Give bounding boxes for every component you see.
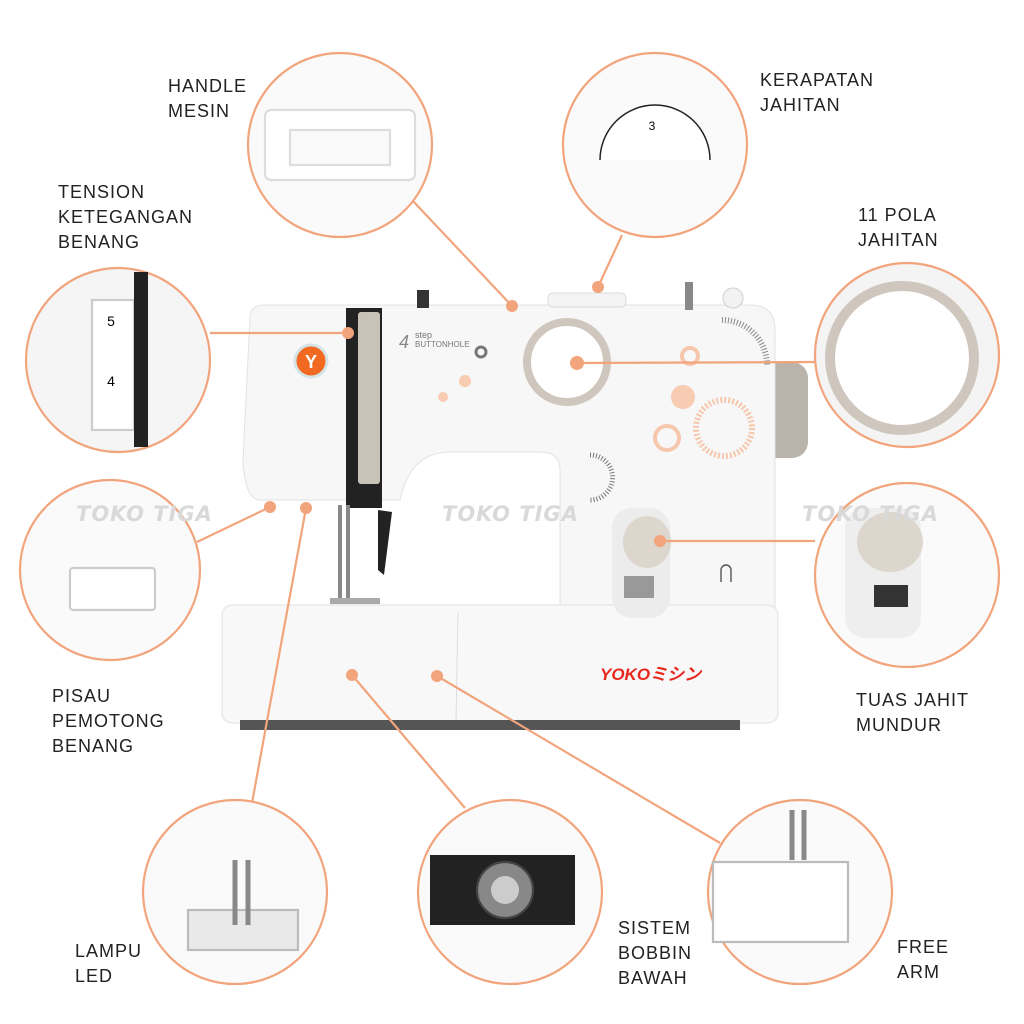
label-tuas: TUAS JAHIT MUNDUR	[856, 690, 970, 735]
detail-led-light	[141, 798, 329, 986]
label-handle: HANDLE MESIN	[168, 76, 248, 121]
callout-dots	[264, 281, 666, 682]
detail-tension	[24, 266, 212, 454]
detail-bobbin	[416, 798, 604, 986]
detail-stitch-length	[561, 51, 749, 239]
stitch-length-value: 3	[649, 119, 656, 133]
watermark: TOKO TIGA	[76, 502, 213, 526]
buttonhole-step: step	[415, 330, 432, 340]
label-pisau: PISAU PEMOTONG BENANG	[52, 686, 165, 756]
detail-reverse-lever	[813, 481, 1001, 669]
tension-value-5: 5	[107, 313, 115, 329]
callout-lines	[196, 199, 816, 844]
buttonhole-number: 4	[399, 332, 409, 352]
label-kerapatan: KERAPATAN JAHITAN	[760, 70, 875, 115]
watermark: TOKO TIGA	[442, 502, 579, 526]
sewing-machine: Y step BUTTONHOLE 4	[221, 282, 808, 730]
logo-letter: Y	[305, 352, 317, 372]
detail-handle	[246, 51, 434, 239]
detail-free-arm	[706, 798, 894, 986]
label-bobbin: SISTEM BOBBIN BAWAH	[618, 918, 693, 988]
detail-thread-cutter	[18, 478, 202, 662]
label-lampu: LAMPU LED	[75, 941, 143, 986]
brand-logo: YOKOミシン	[600, 665, 702, 684]
watermark: TOKO TIGA	[802, 502, 939, 526]
label-pola: 11 POLA JAHITAN	[858, 205, 939, 250]
label-free-arm: FREE ARM	[897, 937, 950, 982]
buttonhole-label: BUTTONHOLE	[415, 340, 470, 349]
detail-pattern-dial	[813, 261, 1001, 449]
label-tension: TENSION KETEGANGAN BENANG	[58, 182, 194, 252]
tension-value-4: 4	[107, 373, 115, 389]
